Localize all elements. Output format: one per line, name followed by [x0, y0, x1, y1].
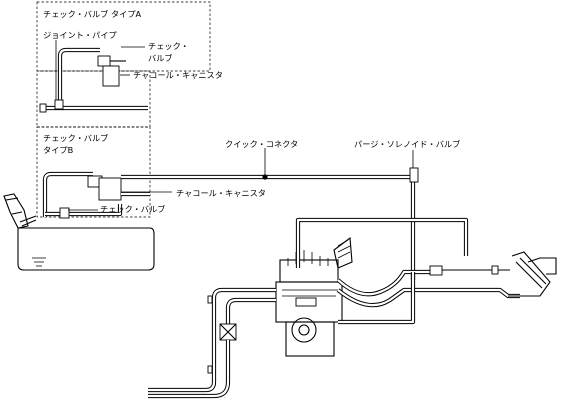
label-check-valve-2: バルブ [148, 53, 173, 63]
engine-piping [295, 217, 520, 325]
label-joint-pipe: ジョイント・パイプ [43, 30, 118, 40]
label-check-valve-1: チェック・ [148, 41, 189, 51]
charcoal-canister-b [98, 177, 122, 201]
label-purge-solenoid: パージ・ソレノイド・バルブ [354, 139, 460, 149]
engine [275, 236, 353, 357]
air-cleaner [508, 251, 557, 297]
exhaust-piping [148, 287, 276, 399]
labels: チェック・バルブ タイプA ジョイント・パイプ チェック・ バルブ チャコール・… [43, 9, 460, 214]
label-type-a: チェック・バルブ タイプA [43, 9, 142, 19]
label-check-valve-b: チェック・バルブ [100, 204, 165, 214]
type-a-inset [39, 40, 148, 113]
label-canister-b: チャコール・キャニスタ [176, 188, 266, 198]
charcoal-canister-a [102, 65, 120, 87]
label-type-b-2: タイプB [43, 145, 74, 155]
label-quick-connector: クイック・コネクタ [225, 139, 298, 149]
check-valve-a [97, 55, 111, 67]
label-type-b-1: チェック・バルブ [43, 133, 108, 143]
purge-solenoid-valve [409, 150, 419, 280]
label-canister-a: チャコール・キャニスタ [133, 70, 223, 80]
fuel-tank [3, 193, 155, 271]
quick-connector-dot [262, 174, 268, 180]
joint-pipe-fitting [54, 99, 64, 110]
inset-frame [36, 1, 211, 218]
